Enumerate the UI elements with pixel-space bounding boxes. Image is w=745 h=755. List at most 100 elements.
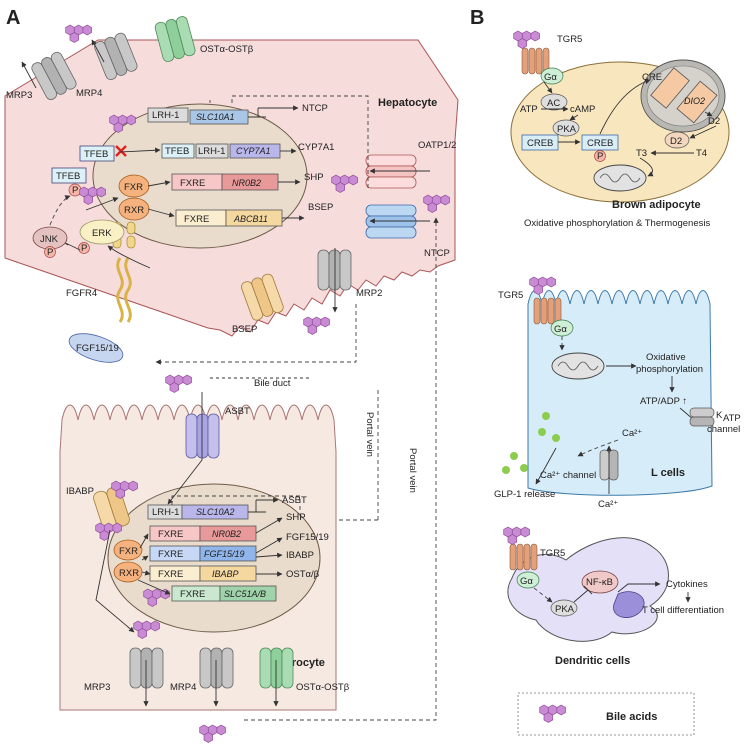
bsep-label: BSEP — [232, 324, 257, 335]
bat-d2-node-label: D2 — [670, 136, 682, 147]
jnk-phospho — [44, 246, 56, 258]
ent-fxre1-label: FXRE — [158, 529, 183, 540]
bile-acid-bat — [513, 30, 540, 49]
hep-gene-cyp7a1: TFEB LRH-1 CYP7A1 — [161, 143, 281, 159]
mrp4-bot-transporter — [199, 647, 234, 689]
hep-lrh1-nucleus-label: LRH-1 — [198, 146, 225, 157]
pka-dc-label: PKA — [555, 604, 575, 615]
ent-out-ost: OSTα/β — [286, 569, 320, 580]
bat-mitochondrion — [593, 164, 647, 192]
fxr-ent-label: FXR — [119, 546, 138, 557]
ent-nr0b2-box — [199, 525, 257, 542]
tgr5-bat-label: TGR5 — [557, 34, 582, 45]
dc-nucleus — [613, 591, 645, 618]
bile-acid-asbt — [165, 374, 192, 393]
ca-channel-label: Ca²⁺ channel — [540, 470, 596, 481]
hep-out-ntcp: NTCP — [302, 103, 328, 114]
tfeb-1-label: TFEB — [84, 149, 108, 160]
inhibit-cross-icon — [115, 145, 127, 157]
fxr-hep-label: FXR — [124, 182, 143, 193]
pka-bat-label: PKA — [557, 124, 577, 135]
l-cell: L cells — [527, 290, 713, 496]
ca-channel — [599, 449, 619, 481]
lcell-oxphos1-label: Oxidative — [646, 352, 686, 363]
hep-lrh1-label: LRH-1 — [152, 110, 179, 121]
katp-label: K — [716, 410, 723, 421]
bile-duct-label: Bile duct — [254, 378, 291, 389]
bsep-transporter — [241, 273, 284, 321]
lcell-ca1-label: Ca²⁺ — [622, 428, 642, 439]
ost-bot-label: OSTα-OSTβ — [296, 682, 350, 693]
creb-2-box — [581, 134, 619, 151]
mrp4-top-label: MRP4 — [76, 88, 102, 99]
dendritic-label: Dendritic cells — [555, 655, 630, 667]
jnk-label: JNK — [40, 234, 59, 245]
panel-b-label: B — [470, 7, 484, 29]
pka-bat-node — [552, 119, 580, 137]
ga-l-label: Gα — [554, 324, 567, 335]
bat-d2-out-label: D2 — [708, 116, 720, 127]
t3-label: T3 — [636, 148, 647, 159]
asbt-label: ASBT — [225, 406, 250, 417]
erk-phospho-label: P — [81, 243, 87, 254]
legend-bile-acids-label: Bile acids — [606, 711, 657, 723]
hep-fxre2-label: FXRE — [184, 214, 209, 225]
hep-out-shp: SHP — [304, 172, 324, 183]
fxr-ent-node — [113, 539, 143, 561]
mrp2-label: MRP2 — [356, 288, 382, 299]
ibabp-label: IBABP — [66, 486, 94, 497]
mrp3-bot-label: MRP3 — [84, 682, 110, 693]
nfkb-label: NF-κB — [586, 577, 613, 588]
ac-label: AC — [547, 98, 560, 109]
panel-a-label: A — [6, 7, 20, 29]
bile-acid-top-1 — [65, 24, 92, 43]
tfeb-phospho-label: P — [72, 185, 78, 196]
fgf-ligand — [68, 333, 124, 363]
portal-vein-1-label: Portal vein — [364, 412, 375, 457]
mrp3-top-label: MRP3 — [6, 90, 32, 101]
t-cell-differentiation-label: T cell differentiation — [642, 605, 724, 616]
tfeb-2-label: TFEB — [56, 171, 80, 182]
ent-slc51-label: SLC51A/B — [224, 589, 266, 599]
creb-phospho-label: P — [597, 151, 603, 162]
ent-ibabp-label: IBABP — [212, 569, 239, 579]
tfeb-box-1 — [79, 145, 115, 162]
tgr5-bat-receptor — [521, 47, 550, 75]
cre-label: CRE — [642, 72, 662, 83]
ent-slc51-box — [219, 585, 277, 602]
ent-slc10a2-label: SLC10A2 — [196, 507, 235, 517]
hep-fxre1-label: FXRE — [180, 178, 205, 189]
ga-dc — [516, 571, 540, 589]
ntcp-transporter — [365, 204, 417, 239]
d2-node — [664, 131, 690, 149]
ga-bat — [540, 67, 564, 85]
hepatocyte-label: Hepatocyte — [378, 97, 437, 109]
asbt-transporter — [185, 413, 220, 459]
ent-lrh1-label: LRH-1 — [152, 507, 179, 518]
bile-acid-ent-out — [199, 724, 226, 743]
mrp2-transporter — [317, 249, 352, 291]
ent-out-asbt: ASBT — [282, 495, 307, 506]
mrp3-bot-transporter — [129, 647, 164, 689]
oatp-transporter — [365, 154, 417, 189]
lcell-mitochondrion — [551, 352, 605, 380]
ent-nr0b2-label: NR0B2 — [212, 529, 241, 539]
ga-bat-label: Gα — [544, 72, 557, 83]
legend-box — [517, 692, 695, 736]
hep-slc10a1-label: SLC10A1 — [196, 112, 235, 122]
hep-gene-lrh1-slc10a1: LRH-1 SLC10A1 — [147, 107, 249, 125]
katp-rest-label: channel — [707, 424, 740, 435]
l-cell-label: L cells — [651, 467, 685, 479]
t4-label: T4 — [696, 148, 707, 159]
ent-out-ibabp: IBABP — [286, 550, 314, 561]
jnk-phospho-label: P — [47, 247, 53, 258]
ent-out-shp: SHP — [286, 512, 306, 523]
lcell-oxphos2-label: phosphorylation — [636, 364, 703, 375]
bat-camp-label: cAMP — [570, 104, 595, 115]
glp1-release-label: GLP-1 release — [494, 489, 555, 500]
dio2-label: DIO2 — [684, 96, 705, 106]
ent-out-fgf: FGF15/19 — [286, 532, 329, 543]
erk-phospho — [78, 242, 90, 254]
erk-node — [79, 219, 125, 245]
